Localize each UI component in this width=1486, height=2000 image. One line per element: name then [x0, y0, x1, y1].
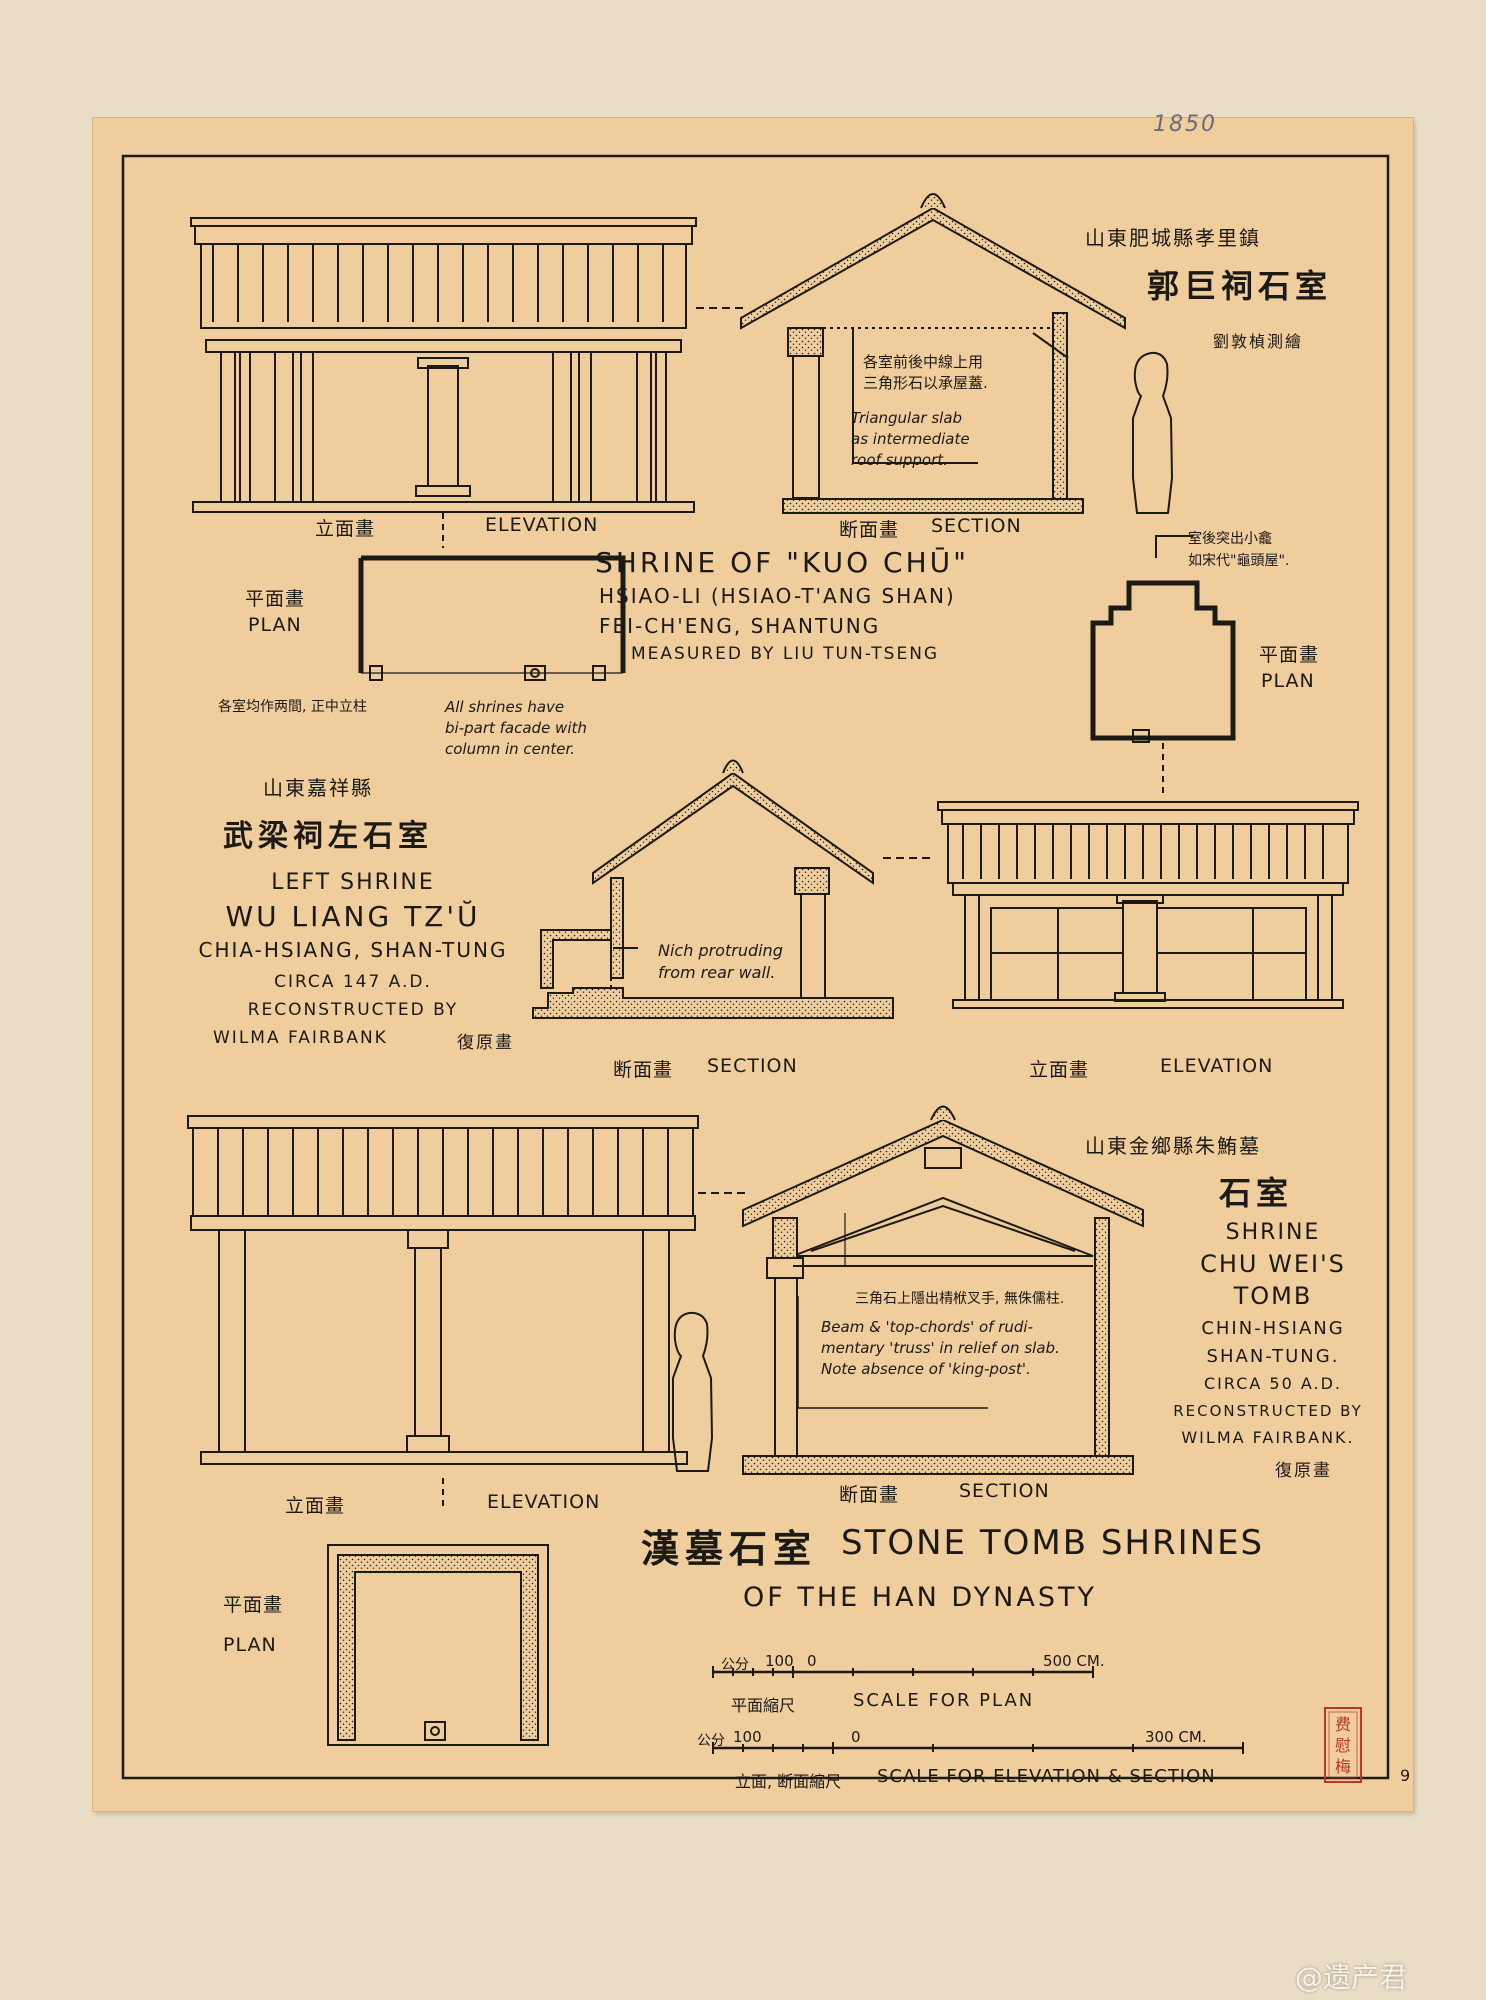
chu-wei-elevation-en: ELEVATION — [487, 1491, 601, 1513]
wu-liang-elevation — [937, 801, 1359, 1009]
chu-wei-name-cn: 石室 — [1219, 1174, 1294, 1212]
red-seal — [1324, 1707, 1362, 1783]
main-title-cn: 漢墓石室 — [641, 1527, 818, 1571]
kuo-chu-section — [740, 193, 1126, 514]
page-number: 9 — [1400, 1766, 1411, 1785]
kuo-chu-section-note-cn: 各室前後中線上用 三角形石以承屋蓋. — [863, 353, 988, 392]
scale-for-elevation — [712, 1742, 1244, 1754]
elev-scale-unit-cn: 公分 — [697, 1733, 725, 1749]
plan-scale-tick-500: 500 CM. — [1043, 1652, 1105, 1670]
elev-scale-tick-100: 100 — [733, 1728, 762, 1746]
kuo-chu-plan-note-cn: 各室均作两間, 正中立柱 — [218, 699, 367, 715]
wu-liang-plan-en: PLAN — [1261, 670, 1315, 692]
chu-wei-elevation-cn: 立面畫 — [285, 1495, 346, 1517]
chu-wei-restored-cn: 復原畫 — [1275, 1461, 1332, 1481]
wu-liang-elevation-en: ELEVATION — [1160, 1055, 1274, 1077]
kuo-chu-measured-by-cn: 劉敦楨測繪 — [1213, 332, 1304, 351]
kuo-chu-plan-cn: 平面畫 — [245, 588, 306, 610]
wu-liang-elevation-cn: 立面畫 — [1029, 1059, 1090, 1081]
elev-scale-caption-cn: 立面, 断面縮尺 — [735, 1772, 842, 1791]
wu-liang-plan-cn: 平面畫 — [1259, 644, 1320, 666]
wu-liang-line2: WU LIANG TZ'Ŭ — [225, 900, 481, 933]
chu-wei-line4: CHIN-HSIANG — [1201, 1318, 1345, 1339]
kuo-chu-line4: MEASURED BY LIU TUN-TSENG — [631, 644, 940, 664]
catalog-number: 1850 — [1153, 112, 1217, 137]
chu-wei-section — [742, 1105, 1144, 1475]
chu-wei-section-note-en: Beam & 'top-chords' of rudi- mentary 'tr… — [821, 1318, 1060, 1378]
kuo-chu-plan — [358, 555, 626, 681]
plan-scale-caption-cn: 平面縮尺 — [731, 1696, 796, 1715]
plan-scale-unit-cn: 公分 — [721, 1657, 749, 1673]
kuo-chu-location-cn: 山東肥城縣孝里鎮 — [1085, 226, 1261, 250]
wu-liang-plan — [1090, 580, 1236, 743]
elev-scale-tick-0: 0 — [851, 1728, 861, 1746]
border-frame — [121, 154, 1390, 1780]
kuo-chu-plan-en: PLAN — [248, 614, 302, 636]
chu-wei-plan — [327, 1544, 549, 1746]
wu-liang-line5: RECONSTRUCTED BY — [247, 1000, 459, 1020]
plan-scale-caption-en: SCALE FOR PLAN — [853, 1690, 1035, 1711]
kuo-chu-elevation-en: ELEVATION — [485, 514, 599, 536]
chu-wei-section-en: SECTION — [959, 1480, 1050, 1502]
plan-scale-tick-100: 100 — [765, 1652, 794, 1670]
kuo-chu-section-en: SECTION — [931, 515, 1022, 537]
kuo-chu-plan-note-en: All shrines have bi-part facade with col… — [445, 698, 587, 758]
kuo-chu-elevation — [190, 217, 697, 513]
kuo-chu-line2: HSIAO-LI (HSIAO-T'ANG SHAN) — [599, 584, 956, 608]
chu-wei-section-note-cn: 三角石上隱出棈栿叉手, 無侏儒柱. — [855, 1291, 1065, 1307]
kuo-chu-section-cn: 断面畫 — [839, 519, 900, 541]
wu-liang-name-cn: 武梁祠左石室 — [223, 819, 433, 854]
wu-liang-niche-note-en: Nich protruding from rear wall. — [658, 941, 783, 982]
main-title-en-line2: OF THE HAN DYNASTY — [743, 1582, 1097, 1613]
chu-wei-location-cn: 山東金鄉縣朱鮪墓 — [1085, 1134, 1261, 1158]
wu-liang-line4: CIRCA 147 A.D. — [274, 972, 432, 992]
chu-wei-line7: RECONSTRUCTED BY — [1173, 1402, 1363, 1420]
plan-scale-tick-0: 0 — [807, 1652, 817, 1670]
wu-liang-section — [532, 759, 894, 1019]
wu-liang-line1: LEFT SHRINE — [271, 870, 435, 895]
wu-liang-restored-cn: 復原畫 — [457, 1033, 514, 1053]
chu-wei-line1: SHRINE — [1225, 1220, 1321, 1245]
wu-liang-location-cn: 山東嘉祥縣 — [263, 776, 373, 800]
elev-scale-tick-300: 300 CM. — [1145, 1728, 1207, 1746]
weibo-watermark: @遗产君 — [1295, 1961, 1408, 1994]
human-figure-bottom — [672, 1311, 714, 1472]
chu-wei-elevation — [187, 1115, 699, 1465]
elev-scale-caption-en: SCALE FOR ELEVATION & SECTION — [877, 1766, 1216, 1787]
chu-wei-line5: SHAN-TUNG. — [1206, 1346, 1340, 1367]
chu-wei-plan-cn: 平面畫 — [223, 1594, 284, 1616]
chu-wei-line2: CHU WEI'S — [1200, 1250, 1346, 1278]
chu-wei-plan-en: PLAN — [223, 1634, 277, 1656]
drawing-sheet: 1850 9 费慰梅 山東肥城縣孝里鎮 郭巨祠石室 劉敦楨測繪 立面畫 ELEV… — [93, 112, 1413, 1811]
wu-liang-line3: CHIA-HSIANG, SHAN-TUNG — [198, 938, 508, 962]
wu-liang-section-en: SECTION — [707, 1055, 798, 1077]
chu-wei-line3: TOMB — [1233, 1282, 1313, 1310]
chu-wei-line6: CIRCA 50 A.D. — [1203, 1374, 1342, 1393]
chu-wei-line8: WILMA FAIRBANK. — [1181, 1428, 1355, 1447]
seal-text: 费慰梅 — [1334, 1715, 1351, 1776]
kuo-chu-line3: FEI-CH'ENG, SHANTUNG — [599, 614, 881, 638]
wu-liang-section-cn: 断面畫 — [613, 1059, 674, 1081]
kuo-chu-elevation-cn: 立面畫 — [315, 518, 376, 540]
human-figure-top — [1132, 351, 1174, 514]
kuo-chu-title-en: SHRINE OF "KUO CHŪ" — [595, 546, 970, 579]
wu-liang-line6: WILMA FAIRBANK — [213, 1028, 388, 1048]
scale-for-plan — [712, 1666, 1094, 1678]
architectural-drawing — [121, 154, 1390, 1783]
kuo-chu-section-note-en: Triangular slab as intermediate roof sup… — [851, 409, 970, 469]
wu-liang-niche-note-cn: 室後突出小龕 如宋代"龜頭屋". — [1188, 531, 1290, 569]
chu-wei-section-cn: 断面畫 — [839, 1484, 900, 1506]
kuo-chu-name-cn: 郭巨祠石室 — [1147, 267, 1333, 305]
main-title-en-line1: STONE TOMB SHRINES — [841, 1523, 1265, 1563]
